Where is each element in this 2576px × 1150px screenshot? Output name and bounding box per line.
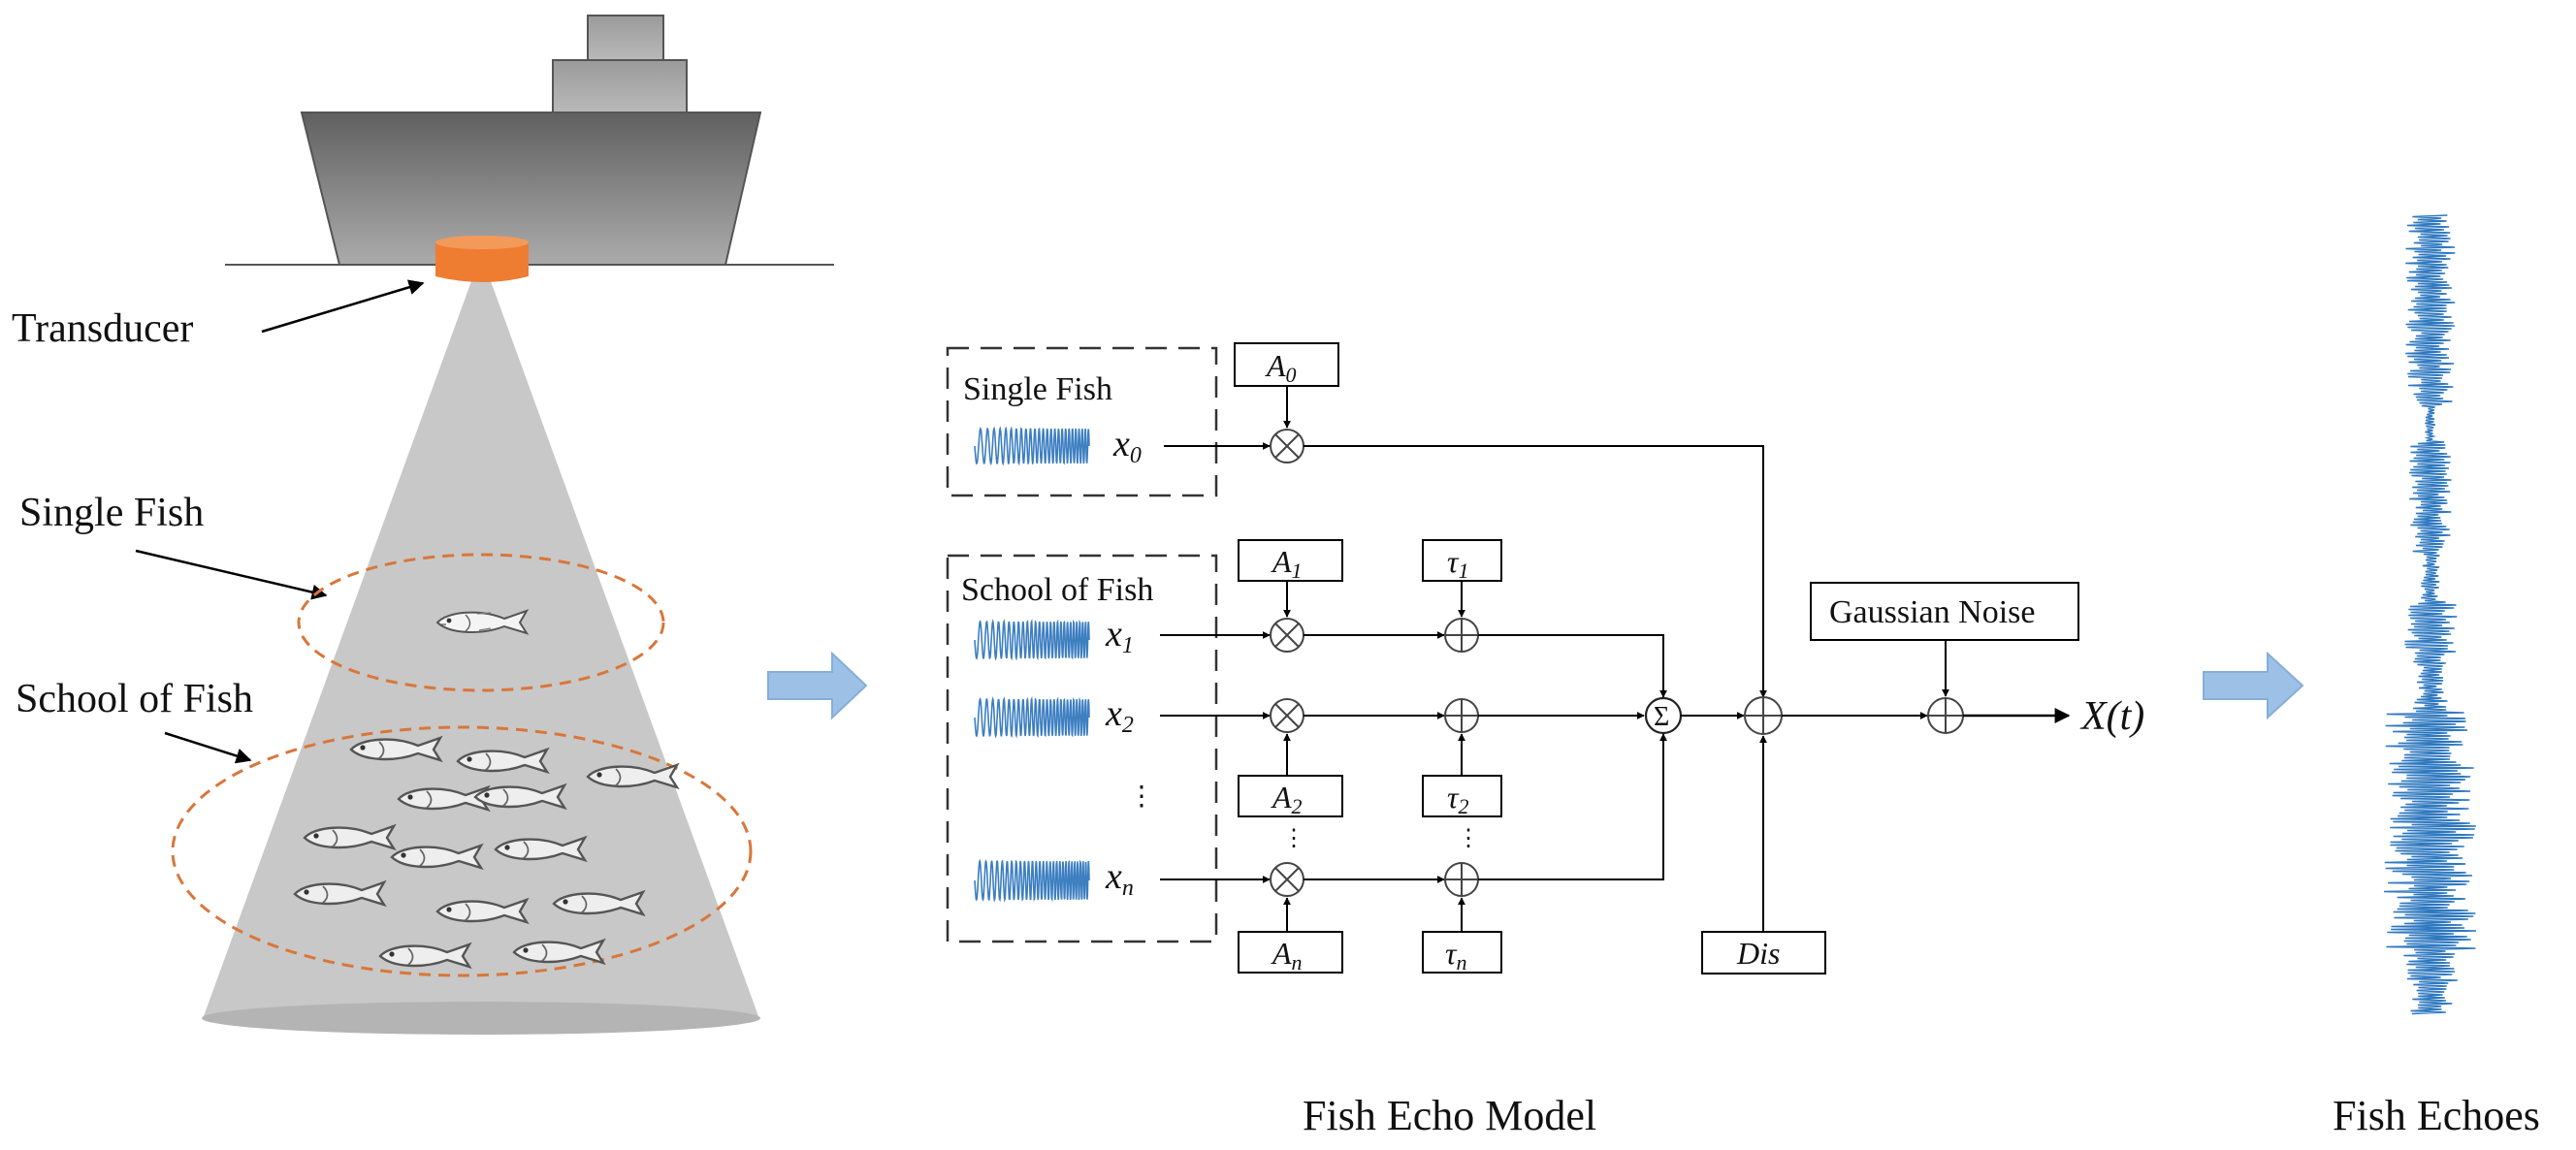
taun-box: [1422, 931, 1502, 974]
school-ellipsis: ⋮: [1128, 782, 1155, 812]
multiplier-2: [1270, 698, 1304, 733]
signal-waveforms: [974, 426, 1090, 903]
transition-arrow-left: [767, 651, 868, 720]
summation-node: Σ: [1644, 696, 1683, 735]
dis-adder: [1744, 696, 1783, 735]
fish-echoes-panel: Fish Echoes: [2333, 214, 2540, 1139]
an-box: [1238, 931, 1343, 974]
x0-label: x0: [1112, 424, 1142, 468]
ship-hull: [300, 112, 762, 266]
a-ellipsis: ⋮: [1282, 826, 1305, 851]
gaussian-noise-box: [1810, 582, 2079, 641]
single-fish-path: [1304, 445, 1767, 698]
school-pointer-arrow: [164, 731, 252, 764]
sum-symbol: Σ: [1654, 702, 1669, 732]
transducer-label: Transducer: [12, 306, 193, 351]
a1-label: A1: [1271, 544, 1303, 583]
taun-label: τn: [1445, 936, 1466, 974]
tau-ellipsis: ⋮: [1457, 826, 1480, 851]
ship-funnel: [587, 15, 664, 61]
school-group-box: [946, 554, 1218, 943]
transition-arrow-right: [2203, 651, 2304, 720]
beam-base: [202, 1002, 760, 1035]
left-scene: Transducer Single Fish School of Fish: [12, 15, 834, 1035]
a2-box: [1238, 775, 1343, 817]
output-label: X(t): [2079, 694, 2144, 739]
a1-box: [1238, 539, 1343, 582]
xn-label: xn: [1105, 856, 1134, 901]
tau2-label: τ2: [1447, 780, 1468, 818]
echoes-caption: Fish Echoes: [2333, 1092, 2540, 1139]
delay-adder-2: [1444, 698, 1479, 733]
school-group-title: School of Fish: [961, 572, 1153, 608]
single-fish-pointer-arrow: [135, 549, 328, 600]
transducer-top: [435, 236, 529, 249]
fish-echo-model: Single Fish School of Fish x0 x1 x2 xn ⋮: [946, 342, 2144, 1139]
single-fish-ellipse: [297, 553, 665, 692]
branchn-to-sum: [1478, 733, 1667, 880]
an-label: An: [1271, 936, 1303, 974]
x1-label: x1: [1105, 614, 1134, 658]
a0-label: A0: [1265, 348, 1297, 387]
branch1-to-sum: [1478, 634, 1667, 698]
noise-adder: [1927, 697, 1964, 734]
transducer-pointer-arrow: [261, 279, 425, 334]
a2-label: A2: [1271, 780, 1303, 818]
single-fish-label: Single Fish: [19, 491, 204, 535]
gaussian-noise-label: Gaussian Noise: [1829, 594, 2035, 630]
single-fish-group-box: [946, 346, 1218, 497]
multiplier-n: [1270, 862, 1304, 897]
single-fish-group-title: Single Fish: [963, 371, 1112, 407]
chirp-waveform: [974, 696, 1090, 739]
delay-adder-n: [1444, 862, 1479, 897]
x2-label: x2: [1105, 693, 1134, 738]
chirp-waveform: [974, 619, 1090, 661]
tau1-label: τ1: [1447, 544, 1468, 583]
tau1-box: [1422, 539, 1502, 582]
chirp-waveform: [974, 426, 1090, 466]
dis-box: [1701, 931, 1826, 974]
ship-cabin: [552, 59, 688, 113]
chirp-waveform: [974, 858, 1090, 903]
model-caption: Fish Echo Model: [1303, 1092, 1596, 1139]
multiplier-0: [1270, 429, 1304, 463]
echo-waveform: [2383, 214, 2477, 1015]
multiplier-1: [1270, 618, 1304, 653]
school-of-fish-label: School of Fish: [16, 677, 253, 721]
dis-label: Dis: [1736, 936, 1780, 971]
school-ellipse: [171, 725, 753, 977]
delay-adder-1: [1444, 618, 1479, 653]
